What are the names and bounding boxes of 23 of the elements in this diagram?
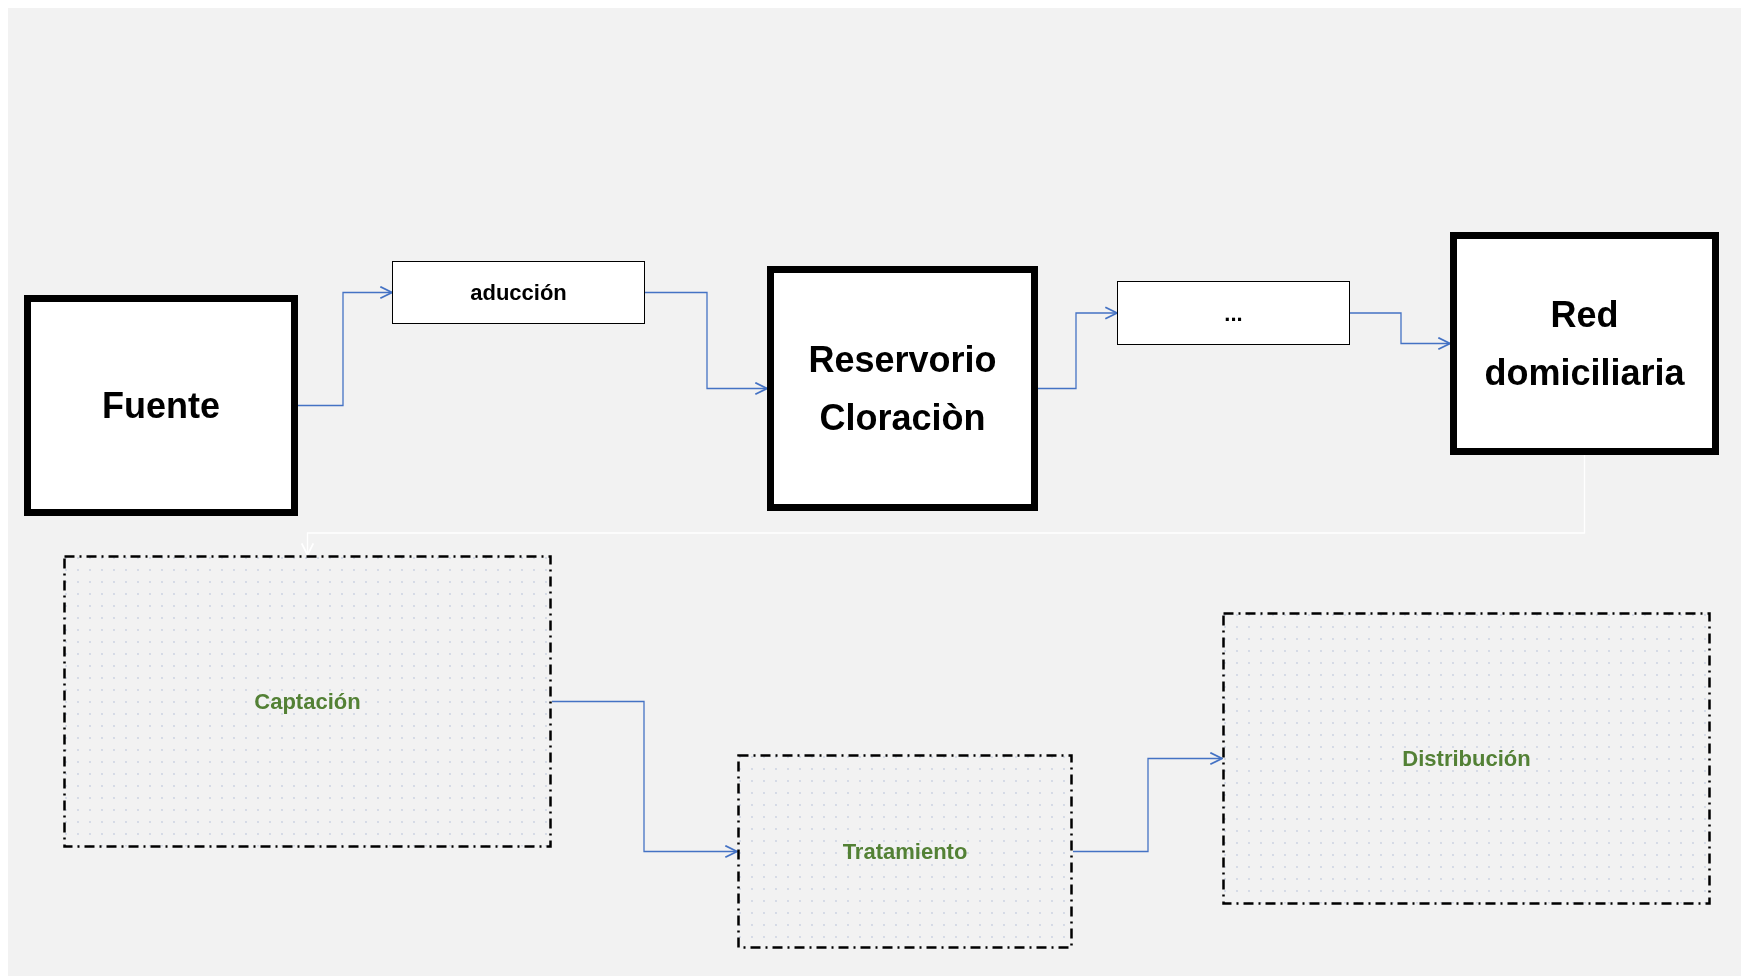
node-label: Fuente	[102, 383, 220, 428]
connector-arrow	[1072, 751, 1223, 853]
stage-label: Tratamiento	[842, 838, 968, 866]
connector-arrow	[1349, 312, 1451, 351]
process-box	[392, 261, 645, 324]
stage-label: Captación	[254, 688, 361, 716]
source-box	[24, 295, 298, 516]
node-label: Reservorio Cloraciòn	[807, 337, 998, 440]
stage-label: Distribución	[1402, 745, 1531, 773]
connector-arrow	[551, 700, 738, 859]
connector-arrow	[297, 285, 393, 407]
node-label: aducción	[470, 279, 567, 307]
connector-arrow	[1037, 306, 1118, 390]
node-label: ...	[1224, 299, 1243, 328]
connector-arrow	[300, 454, 1586, 556]
reservoir-box	[767, 266, 1038, 511]
process-box	[1117, 281, 1350, 345]
stage-box	[737, 754, 1073, 949]
node-label: Red domiciliaria	[1483, 292, 1686, 395]
connector-arrow	[644, 291, 768, 396]
stage-box	[63, 555, 552, 848]
stage-box	[1222, 612, 1711, 905]
network-box	[1450, 232, 1719, 455]
